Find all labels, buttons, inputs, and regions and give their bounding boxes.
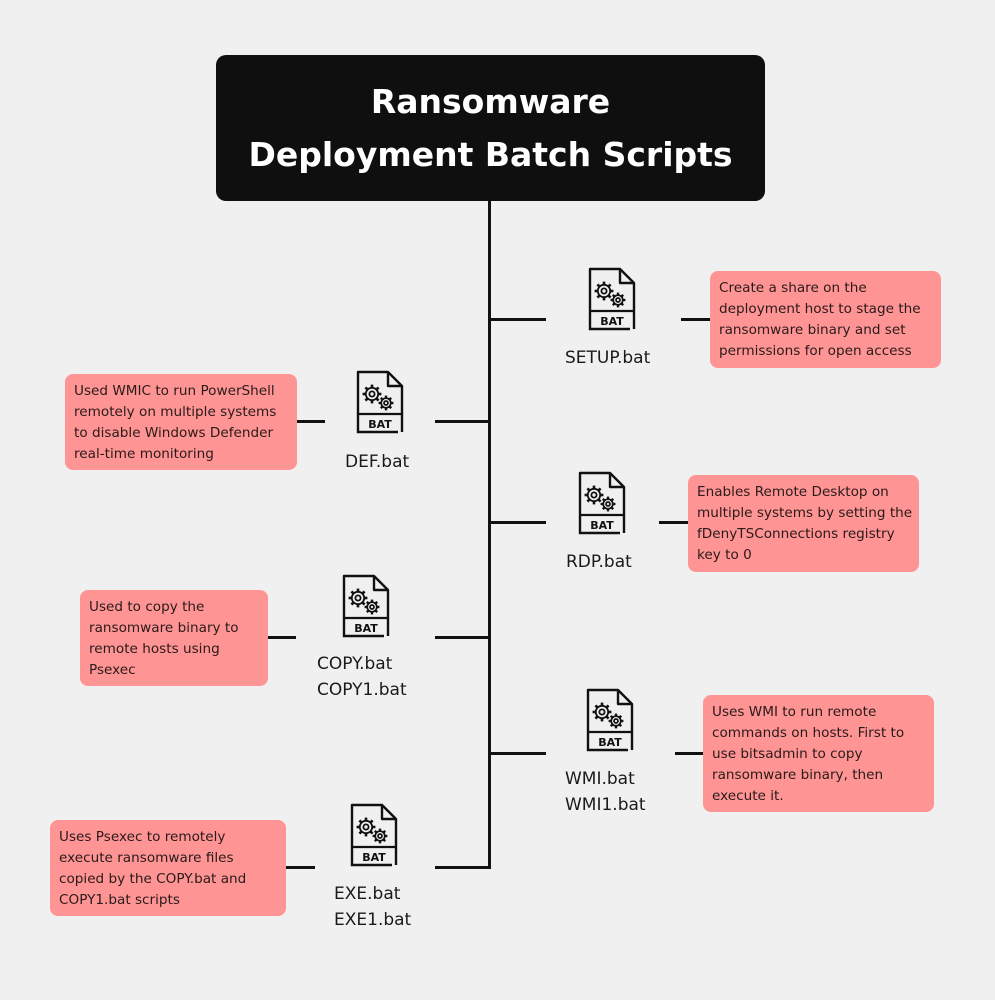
note-text-line: copied by the COPY.bat and bbox=[59, 871, 247, 887]
script-filename: SETUP.bat bbox=[565, 348, 651, 368]
note-text-line: execute it. bbox=[712, 788, 784, 804]
script-name-rdp: RDP.bat bbox=[566, 549, 632, 575]
note-text-line: Enables Remote Desktop on bbox=[697, 484, 889, 500]
bat-file-gears-icon: BAT bbox=[340, 572, 392, 640]
note-text-line: key to 0 bbox=[697, 547, 752, 563]
connector-line-copy bbox=[268, 636, 296, 639]
note-text-line: ransomware binary to bbox=[89, 620, 239, 636]
note-text-line: fDenyTSConnections registry bbox=[697, 526, 895, 542]
connector-line-setup bbox=[681, 318, 710, 321]
bat-file-gears-icon: BAT bbox=[348, 801, 400, 869]
note-text-line: real-time monitoring bbox=[74, 446, 214, 462]
description-note-setup: Create a share on the deployment host to… bbox=[710, 271, 941, 368]
script-filename: COPY.bat bbox=[317, 654, 393, 674]
branch-line-setup bbox=[490, 318, 546, 321]
note-text-line: COPY1.bat scripts bbox=[59, 892, 180, 908]
script-filename: WMI1.bat bbox=[565, 795, 646, 815]
note-text-line: Used to copy the bbox=[89, 599, 205, 615]
note-text-line: permissions for open access bbox=[719, 343, 912, 359]
note-text-line: remote hosts using bbox=[89, 641, 220, 657]
connector-line-def bbox=[297, 420, 325, 423]
description-note-wmi: Uses WMI to run remote commands on hosts… bbox=[703, 695, 934, 812]
description-note-def: Used WMIC to run PowerShell remotely on … bbox=[65, 374, 297, 470]
script-name-exe: EXE.bat EXE1.bat bbox=[334, 881, 411, 933]
branch-line-exe bbox=[435, 866, 491, 869]
branch-line-copy bbox=[435, 636, 490, 639]
note-text-line: commands on hosts. First to bbox=[712, 725, 905, 741]
note-text-line: remotely on multiple systems bbox=[74, 404, 277, 420]
note-text-line: Psexec bbox=[89, 662, 136, 678]
connector-line-rdp bbox=[659, 521, 688, 524]
script-filename: EXE1.bat bbox=[334, 910, 412, 930]
bat-badge-text: BAT bbox=[368, 418, 392, 431]
note-text-line: use bitsadmin to copy bbox=[712, 746, 863, 762]
script-name-wmi: WMI.bat WMI1.bat bbox=[565, 766, 646, 818]
note-text-line: Create a share on the bbox=[719, 280, 867, 296]
bat-badge-text: BAT bbox=[590, 519, 614, 532]
bat-badge-text: BAT bbox=[598, 736, 622, 749]
bat-file-gears-icon: BAT bbox=[586, 265, 638, 333]
note-text-line: deployment host to stage the bbox=[719, 301, 921, 317]
branch-line-def bbox=[435, 420, 490, 423]
note-text-line: ransomware binary and set bbox=[719, 322, 906, 338]
diagram-title-line-2: Deployment Batch Scripts bbox=[248, 135, 733, 174]
branch-line-rdp bbox=[490, 521, 546, 524]
bat-badge-text: BAT bbox=[362, 851, 386, 864]
script-filename: DEF.bat bbox=[345, 452, 410, 472]
note-text-line: multiple systems by setting the bbox=[697, 505, 913, 521]
bat-file-gears-icon: BAT bbox=[584, 686, 636, 754]
script-name-setup: SETUP.bat bbox=[565, 345, 650, 371]
script-name-def: DEF.bat bbox=[345, 449, 409, 475]
script-filename: EXE.bat bbox=[334, 884, 401, 904]
description-note-exe: Uses Psexec to remotely execute ransomwa… bbox=[50, 820, 286, 916]
note-text-line: Uses WMI to run remote bbox=[712, 704, 877, 720]
note-text-line: Used WMIC to run PowerShell bbox=[74, 383, 275, 399]
bat-file-gears-icon: BAT bbox=[354, 368, 406, 436]
bat-file-gears-icon: BAT bbox=[576, 469, 628, 537]
connector-line-wmi bbox=[675, 752, 703, 755]
diagram-title-line-1: Ransomware bbox=[370, 82, 611, 121]
bat-badge-text: BAT bbox=[354, 622, 378, 635]
script-filename: RDP.bat bbox=[566, 552, 632, 572]
branch-line-wmi bbox=[490, 752, 546, 755]
description-note-rdp: Enables Remote Desktop on multiple syste… bbox=[688, 475, 919, 572]
diagram-title-box: Ransomware Deployment Batch Scripts bbox=[216, 55, 765, 201]
note-text-line: execute ransomware files bbox=[59, 850, 234, 866]
script-filename: COPY1.bat bbox=[317, 680, 407, 700]
script-filename: WMI.bat bbox=[565, 769, 635, 789]
note-text-line: Uses Psexec to remotely bbox=[59, 829, 226, 845]
connector-line-exe bbox=[286, 866, 315, 869]
bat-badge-text: BAT bbox=[600, 315, 624, 328]
script-name-copy: COPY.bat COPY1.bat bbox=[317, 651, 407, 703]
description-note-copy: Used to copy the ransomware binary to re… bbox=[80, 590, 268, 686]
note-text-line: ransomware binary, then bbox=[712, 767, 884, 783]
note-text-line: to disable Windows Defender bbox=[74, 425, 274, 441]
trunk-line bbox=[488, 201, 491, 868]
